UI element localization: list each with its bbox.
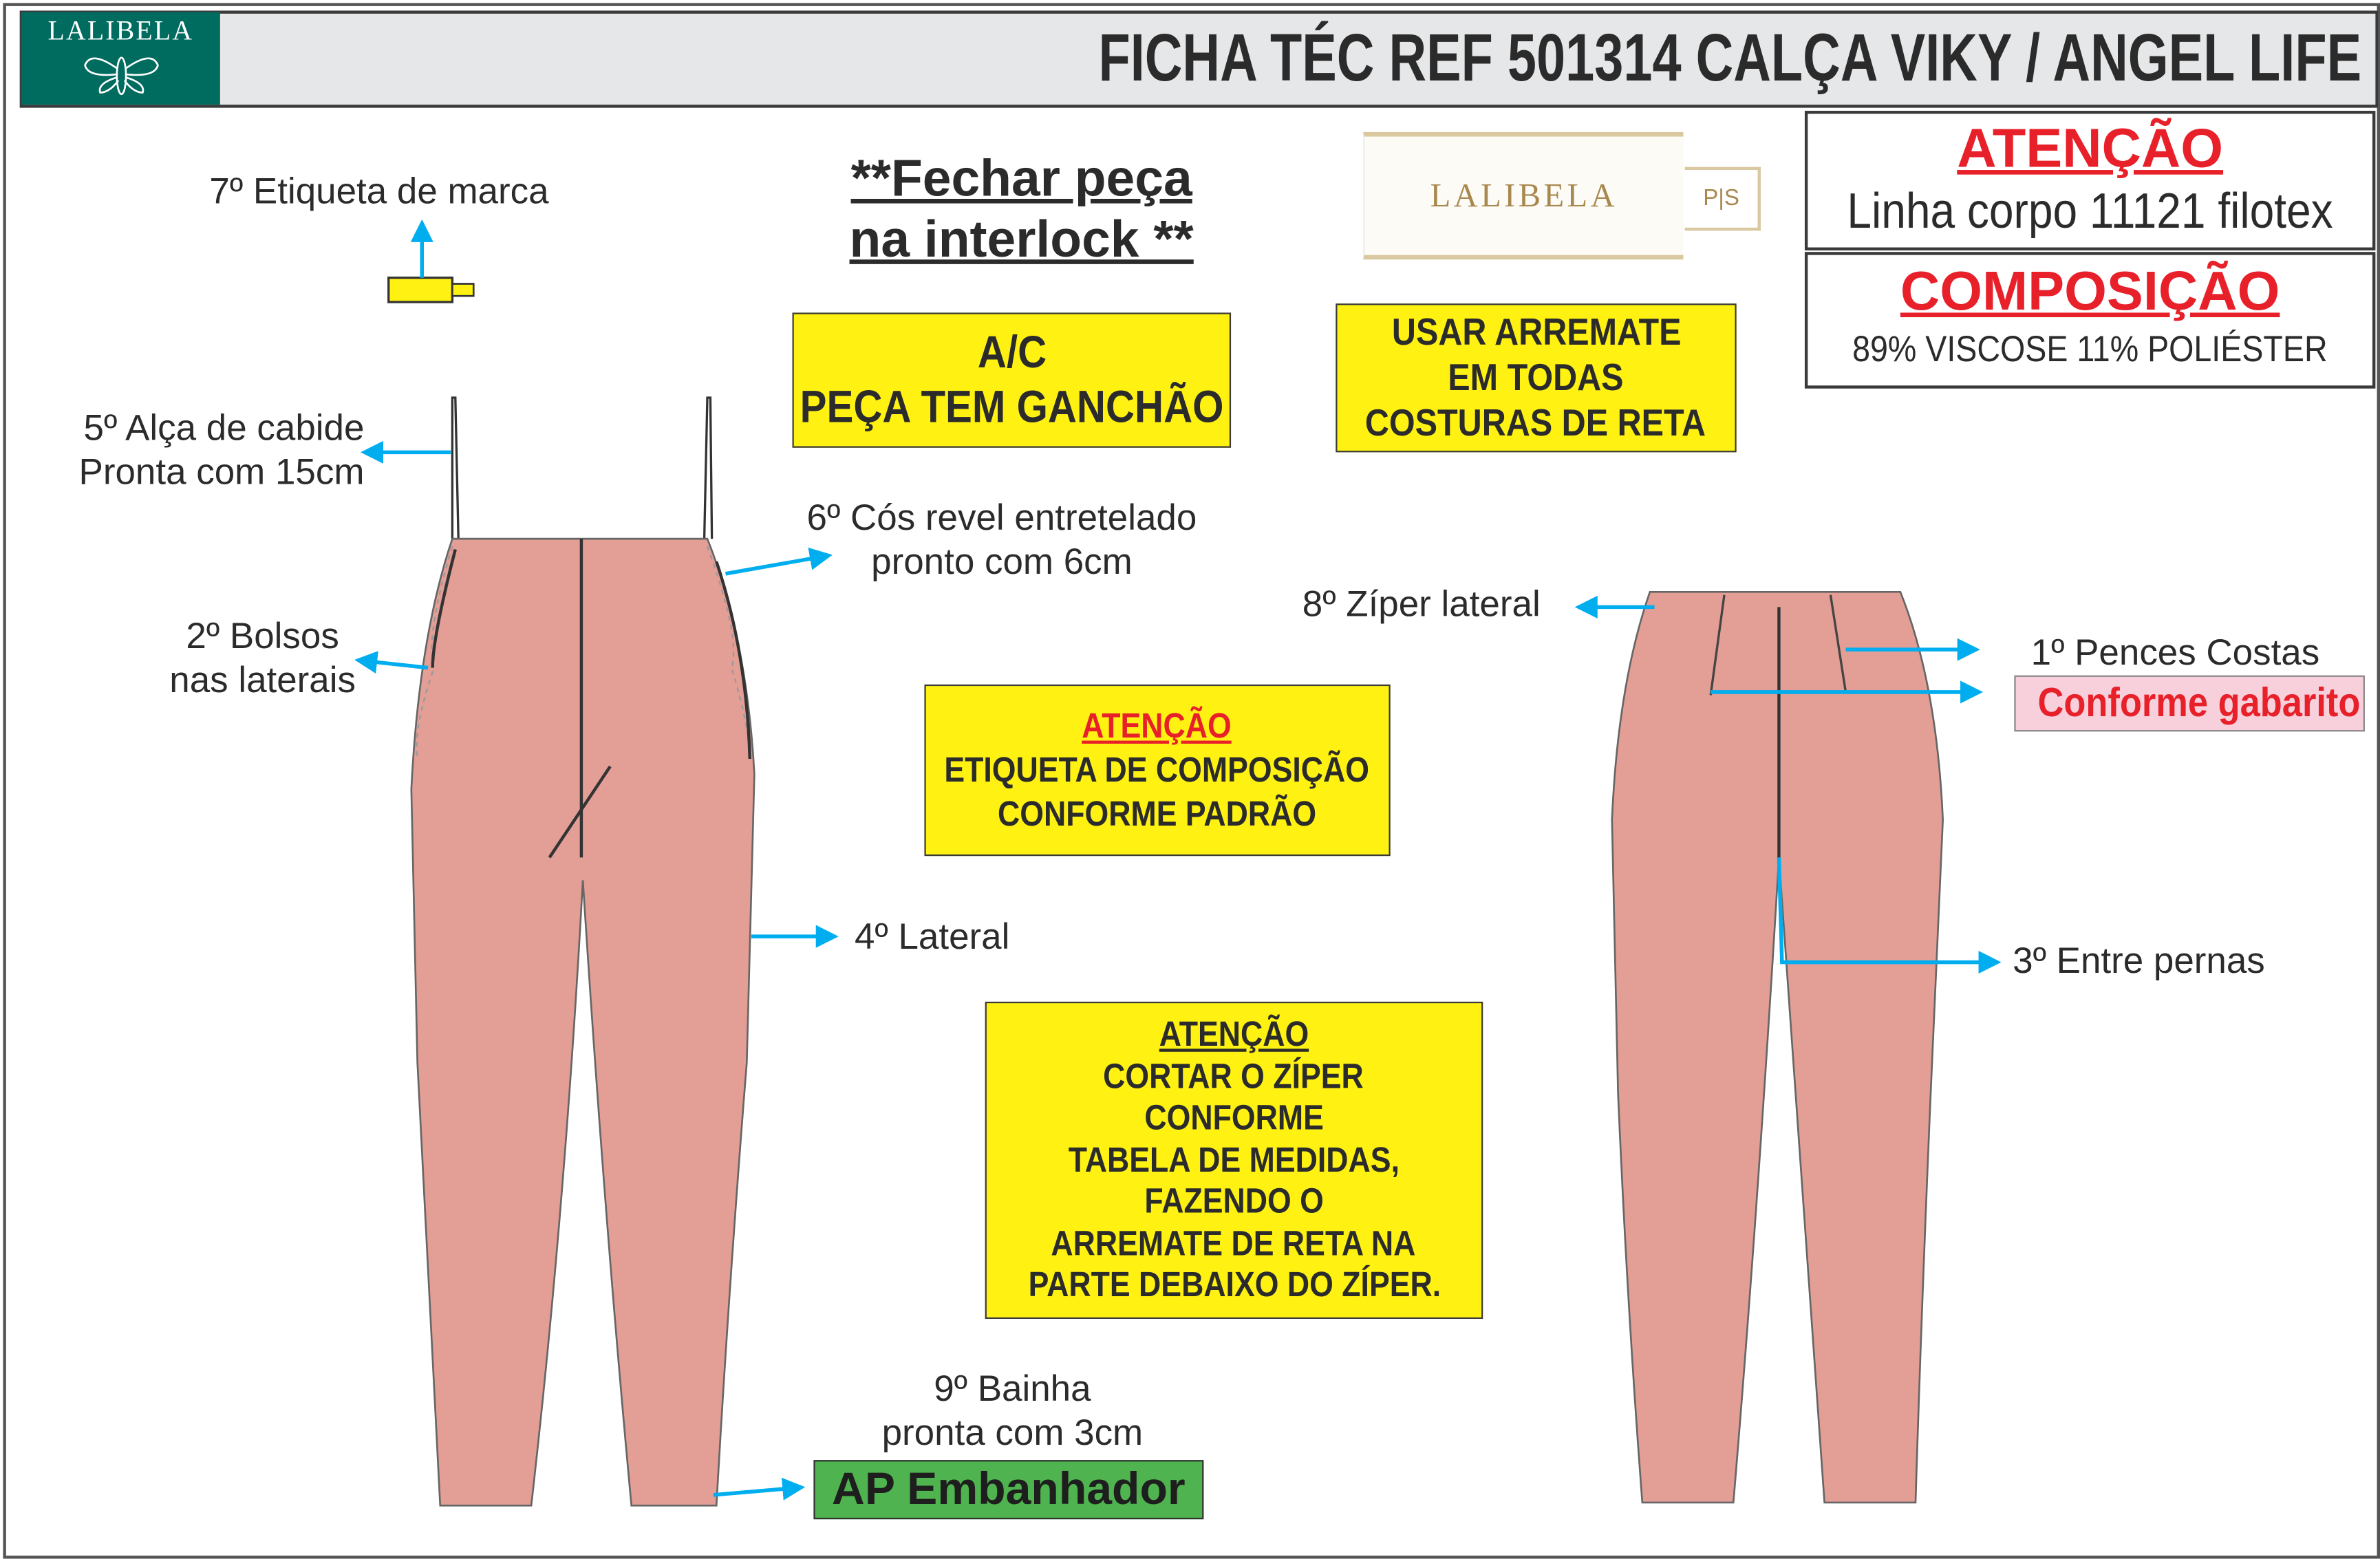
step-5-line-2: Pronta com 15cm xyxy=(78,452,365,493)
etiqueta-line-1: ETIQUETA DE COMPOSIÇÃO xyxy=(945,749,1370,790)
ac-line-2: PEÇA TEM GANCHÃO xyxy=(800,381,1224,432)
header-bar xyxy=(19,10,2379,108)
arremate-line-1: USAR ARREMATE xyxy=(1391,311,1681,354)
ziper-heading: ATENÇÃO xyxy=(1159,1014,1309,1054)
step-5-line-1: 5º Alça de cabide xyxy=(83,408,365,449)
bee-icon xyxy=(83,56,158,96)
gabarito-text: Conforme gabarito xyxy=(2037,680,2361,726)
ziper-line-4: FAZENDO O xyxy=(1144,1181,1324,1221)
pocket-edge-left xyxy=(431,549,457,668)
arremate-note-box: USAR ARREMATE EM TODAS COSTURAS DE RETA xyxy=(1336,303,1737,453)
step-5-label: 5º Alça de cabide Pronta com 15cm xyxy=(30,407,365,495)
thread-box: ATENÇÃO Linha corpo 11121 filotex xyxy=(1804,111,2376,250)
size-tab: P|S xyxy=(1684,166,1761,231)
step-6-line-1: 6º Cós revel entretelado xyxy=(806,497,1197,539)
pocket-left xyxy=(416,546,453,760)
etiqueta-heading: ATENÇÃO xyxy=(1082,705,1232,746)
arremate-line-3: COSTURAS DE RETA xyxy=(1365,402,1707,445)
etiqueta-line-2: CONFORME PADRÃO xyxy=(998,793,1317,834)
arrow-step-9 xyxy=(713,1477,806,1501)
close-piece-line-2: na interlock ** xyxy=(849,211,1194,269)
composition-value: 89% VISCOSE 11% POLIÉSTER xyxy=(1852,329,2328,371)
arrows xyxy=(354,219,2002,1501)
step-9-line-2: pronta com 3cm xyxy=(881,1412,1144,1454)
ziper-line-5: ARREMATE DE RETA NA xyxy=(1051,1223,1417,1262)
back-darts xyxy=(1709,594,1847,696)
thread-text: Linha corpo 11121 filotex xyxy=(1808,182,2372,239)
ac-note-box: A/C PEÇA TEM GANCHÃO xyxy=(792,312,1232,448)
ziper-line-3: TABELA DE MEDIDAS, xyxy=(1068,1139,1400,1179)
step-9-label: 9º Bainha pronta com 3cm xyxy=(830,1368,1194,1456)
page-frame xyxy=(3,3,2380,1559)
hanger-strap-right xyxy=(703,396,714,539)
attention-title: ATENÇÃO xyxy=(1957,116,2224,180)
ziper-line-1: CORTAR O ZÍPER xyxy=(1104,1055,1364,1096)
step-2-label: 2º Bolsos nas laterais xyxy=(137,614,389,702)
ziper-line-6: PARTE DEBAIXO DO ZÍPER. xyxy=(1027,1265,1441,1304)
arrow-step-2 xyxy=(354,651,429,674)
step-9-line-1: 9º Bainha xyxy=(934,1368,1091,1410)
ac-line-1: A/C xyxy=(977,327,1047,378)
brand-tag-icon xyxy=(387,277,475,303)
embanhador-badge: AP Embanhador xyxy=(813,1460,1204,1520)
ziper-note-box: ATENÇÃO CORTAR O ZÍPER CONFORME TABELA D… xyxy=(985,1001,1483,1320)
ziper-line-2: CONFORME xyxy=(1144,1097,1324,1137)
step-2-line-1: 2º Bolsos xyxy=(186,616,339,658)
step-1-label: 1º Pences Costas xyxy=(2030,632,2320,674)
logo-text: LALIBELA xyxy=(47,15,194,46)
composition-box: COMPOSIÇÃO 89% VISCOSE 11% POLIÉSTER xyxy=(1804,252,2376,389)
hanger-strap-left xyxy=(451,396,460,539)
close-piece-note: **Fechar peça na interlock ** xyxy=(827,149,1216,270)
pocket-edge-right xyxy=(715,561,751,760)
gabarito-badge: Conforme gabarito xyxy=(2014,675,2365,732)
step-7-label: 7º Etiqueta de marca xyxy=(209,171,549,213)
page-title: FICHA TÉC REF 501314 CALÇA VIKY / ANGEL … xyxy=(1098,21,2362,96)
brand-logo: LALIBELA xyxy=(21,12,220,105)
step-8-label: 8º Zíper lateral xyxy=(1302,584,1541,625)
composition-title: COMPOSIÇÃO xyxy=(1900,259,2280,322)
front-pants xyxy=(410,537,755,1507)
step-6-label: 6º Cós revel entretelado pronto com 6cm xyxy=(759,496,1245,584)
brand-label-text: LALIBELA xyxy=(1430,175,1618,215)
front-fold-line xyxy=(548,765,612,859)
arrow-step-3 xyxy=(1777,857,2002,974)
etiqueta-note-box: ATENÇÃO ETIQUETA DE COMPOSIÇÃO CONFORME … xyxy=(924,684,1391,857)
step-6-line-2: pronto com 6cm xyxy=(871,541,1133,583)
composition-text: 89% VISCOSE 11% POLIÉSTER xyxy=(1808,327,2372,373)
close-piece-line-1: **Fechar peça xyxy=(850,150,1192,208)
arremate-line-2: EM TODAS xyxy=(1448,356,1625,400)
thread-value: Linha corpo 11121 filotex xyxy=(1847,182,2333,239)
arrow-step-6 xyxy=(725,547,833,576)
brand-label-preview: LALIBELA xyxy=(1362,131,1684,260)
step-4-label: 4º Lateral xyxy=(854,916,1010,958)
step-2-line-2: nas laterais xyxy=(169,660,356,702)
step-3-label: 3º Entre pernas xyxy=(2013,940,2265,982)
